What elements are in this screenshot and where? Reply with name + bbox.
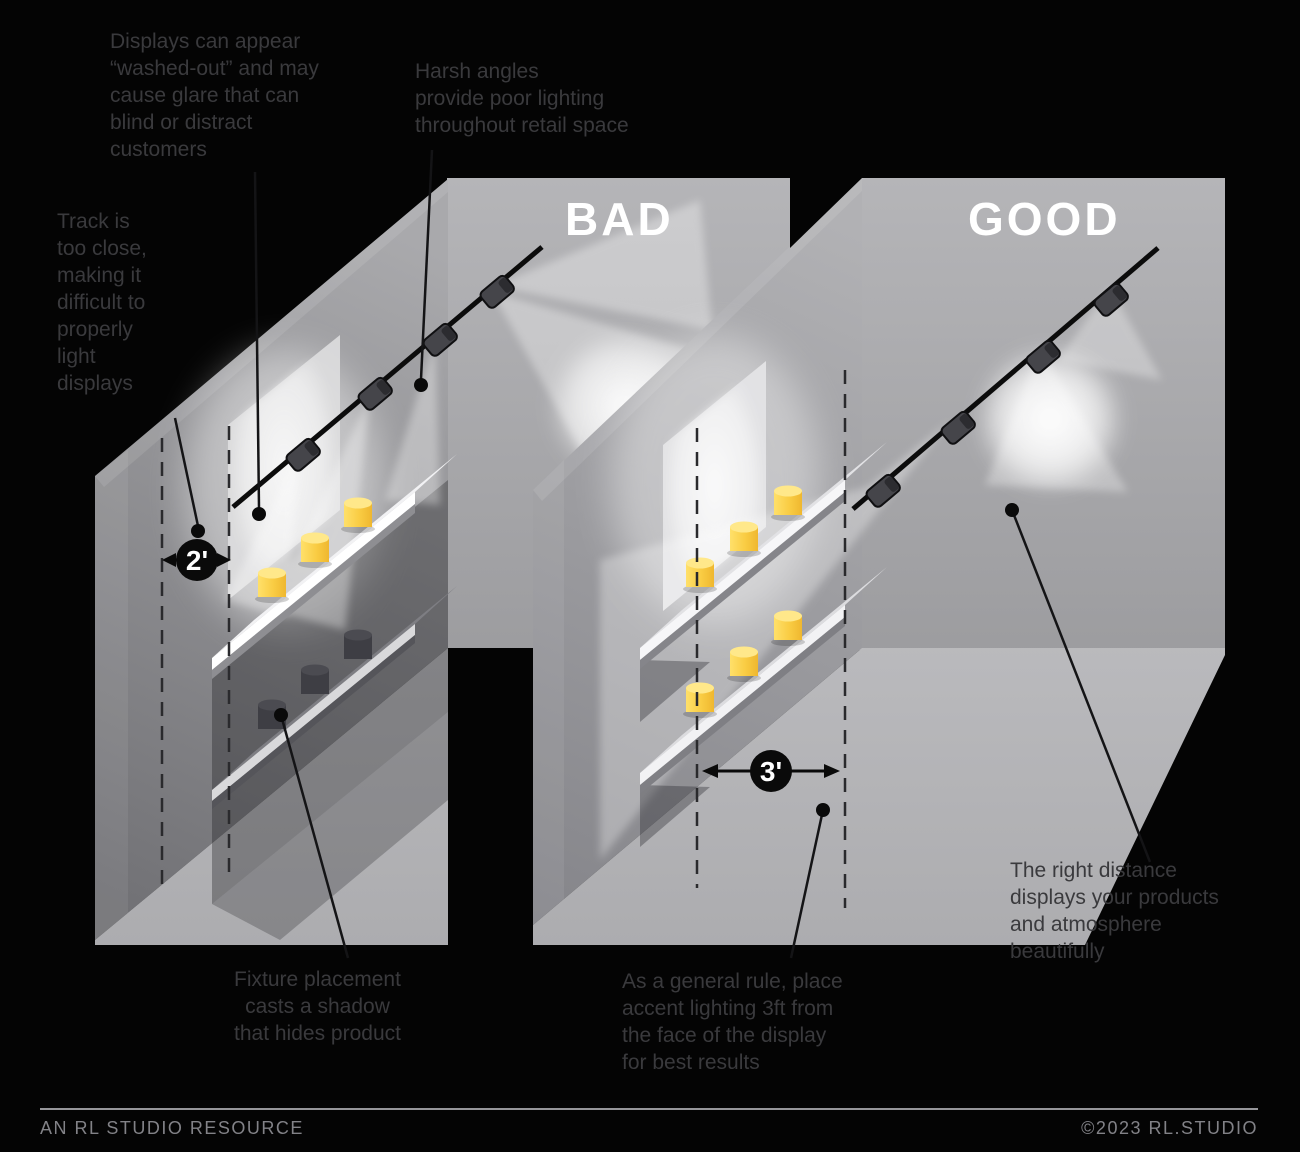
bad-upper-shelf <box>212 454 457 679</box>
note-harsh-angles: Harsh angles provide poor lighting throu… <box>415 60 629 137</box>
leader-lines <box>173 149 1152 959</box>
bad-products-shadowed <box>258 629 372 729</box>
bad-track-fixtures <box>285 274 515 472</box>
bad-measurement: 2' <box>162 539 231 581</box>
footer-copyright: ©2023 RL.STUDIO <box>1081 1118 1258 1138</box>
good-upper-shelf <box>640 442 887 669</box>
good-measurement: 3' <box>702 750 840 792</box>
footer-resource-credit: AN RL STUDIO RESOURCE <box>40 1118 304 1138</box>
note-track-too-close: Track is too close, making it difficult … <box>57 210 147 395</box>
bad-floor <box>95 648 448 945</box>
good-room: 3' <box>533 178 1225 945</box>
note-fixture-shadow: Fixture placement casts a shadow that hi… <box>234 968 401 1045</box>
note-right-distance: The right distance displays your product… <box>1010 859 1219 963</box>
good-room-title: GOOD <box>968 193 1121 245</box>
good-products-lower <box>683 610 805 718</box>
measurement-badge <box>750 750 792 792</box>
good-products-upper <box>683 485 805 593</box>
bad-lower-shelf <box>212 586 457 809</box>
bad-room-title: BAD <box>565 193 674 245</box>
note-displays-washed-out: Displays can appear “washed-out” and may… <box>110 30 319 161</box>
good-lower-shelf <box>640 567 887 794</box>
good-floor <box>533 648 1225 945</box>
good-dashed-guides <box>695 370 847 908</box>
bad-products-lit <box>255 497 375 603</box>
good-measurement-value: 3' <box>760 756 782 787</box>
bad-dashed-guides <box>160 426 231 888</box>
good-track-fixtures <box>865 282 1129 508</box>
note-general-rule: As a general rule, place accent lighting… <box>622 970 843 1074</box>
leader-dots <box>191 378 1019 817</box>
bad-measurement-value: 2' <box>186 545 208 576</box>
footer-divider <box>40 1108 1258 1110</box>
measurement-badge <box>176 539 218 581</box>
